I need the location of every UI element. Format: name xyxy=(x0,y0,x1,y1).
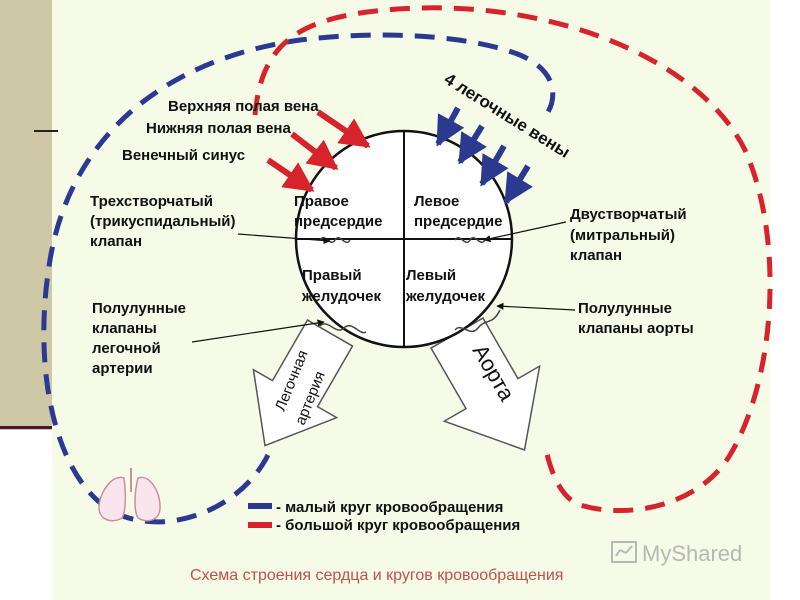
left-ventricle-label-1: Левый xyxy=(406,267,456,284)
left-atrium-label-2: предсердие xyxy=(414,213,502,230)
legend-large-label: - большой круг кровообращения xyxy=(276,517,520,534)
watermark-logo: MyShared xyxy=(611,541,742,566)
aortic-valves-label-2: клапаны аорты xyxy=(578,320,694,337)
tricuspid-pointer xyxy=(237,233,331,245)
pulmonary-valves-label-1: Полулунные xyxy=(92,300,186,317)
aortic-valve-icon xyxy=(454,309,501,333)
pulmonary-valves-label-4: артерии xyxy=(92,360,153,377)
right-atrium-label-2: предсердие xyxy=(294,213,382,230)
aortic-valves-label-1: Полулунные xyxy=(578,300,672,317)
mitral-pointer xyxy=(483,221,567,243)
pulmonary-valve-pointer xyxy=(191,319,325,343)
pv-arrow-1 xyxy=(435,106,465,147)
cs-arrow xyxy=(266,157,315,193)
pulmonary-valves-label-2: клапаны xyxy=(92,320,157,337)
pulmonary-valve-icon xyxy=(319,323,367,334)
pv-arrow-2 xyxy=(457,124,487,165)
large-circle-path xyxy=(252,5,773,513)
ivc-arrow xyxy=(290,131,339,171)
left-tick-mark xyxy=(34,130,58,132)
mitral-label-3: клапан xyxy=(570,247,622,264)
right-margin xyxy=(770,0,800,600)
pv-arrow-3 xyxy=(479,144,509,187)
lungs-icon xyxy=(98,468,161,522)
left-decor-line xyxy=(0,426,52,429)
svc-arrow xyxy=(316,109,371,149)
pulmonary-valves-label-3: легочной xyxy=(92,340,161,357)
legend-small-label: - малый круг кровообращения xyxy=(276,499,503,516)
tricuspid-label-3: клапан xyxy=(90,233,142,250)
diagram-caption: Схема строения сердца и кругов кровообра… xyxy=(190,567,563,584)
tricuspid-label-2: (трикуспидальный) xyxy=(90,213,236,230)
cs-label: Венечный синус xyxy=(122,147,245,164)
ivc-label: Нижняя полая вена xyxy=(146,120,291,137)
small-circle-path xyxy=(41,32,556,525)
left-atrium-label-1: Левое xyxy=(414,193,459,210)
mitral-label-2: (митральный) xyxy=(570,227,675,244)
tricuspid-label-1: Трехстворчатый xyxy=(90,193,213,210)
mitral-label-1: Двустворчатый xyxy=(570,206,687,223)
right-atrium-label-1: Правое xyxy=(294,193,349,210)
pv-arrow-4 xyxy=(503,164,533,205)
pulmonary-artery-arrow xyxy=(252,319,354,447)
mitral-valve-icon xyxy=(454,237,486,243)
left-ventricle-label-2: желудочек xyxy=(405,288,485,305)
aortic-valve-pointer xyxy=(496,302,576,311)
watermark-text: MyShared xyxy=(642,541,742,566)
right-ventricle-label-1: Правый xyxy=(302,267,362,284)
aorta-arrow xyxy=(429,317,541,451)
svc-label: Верхняя полая вена xyxy=(168,98,319,115)
right-ventricle-label-2: желудочек xyxy=(301,288,381,305)
